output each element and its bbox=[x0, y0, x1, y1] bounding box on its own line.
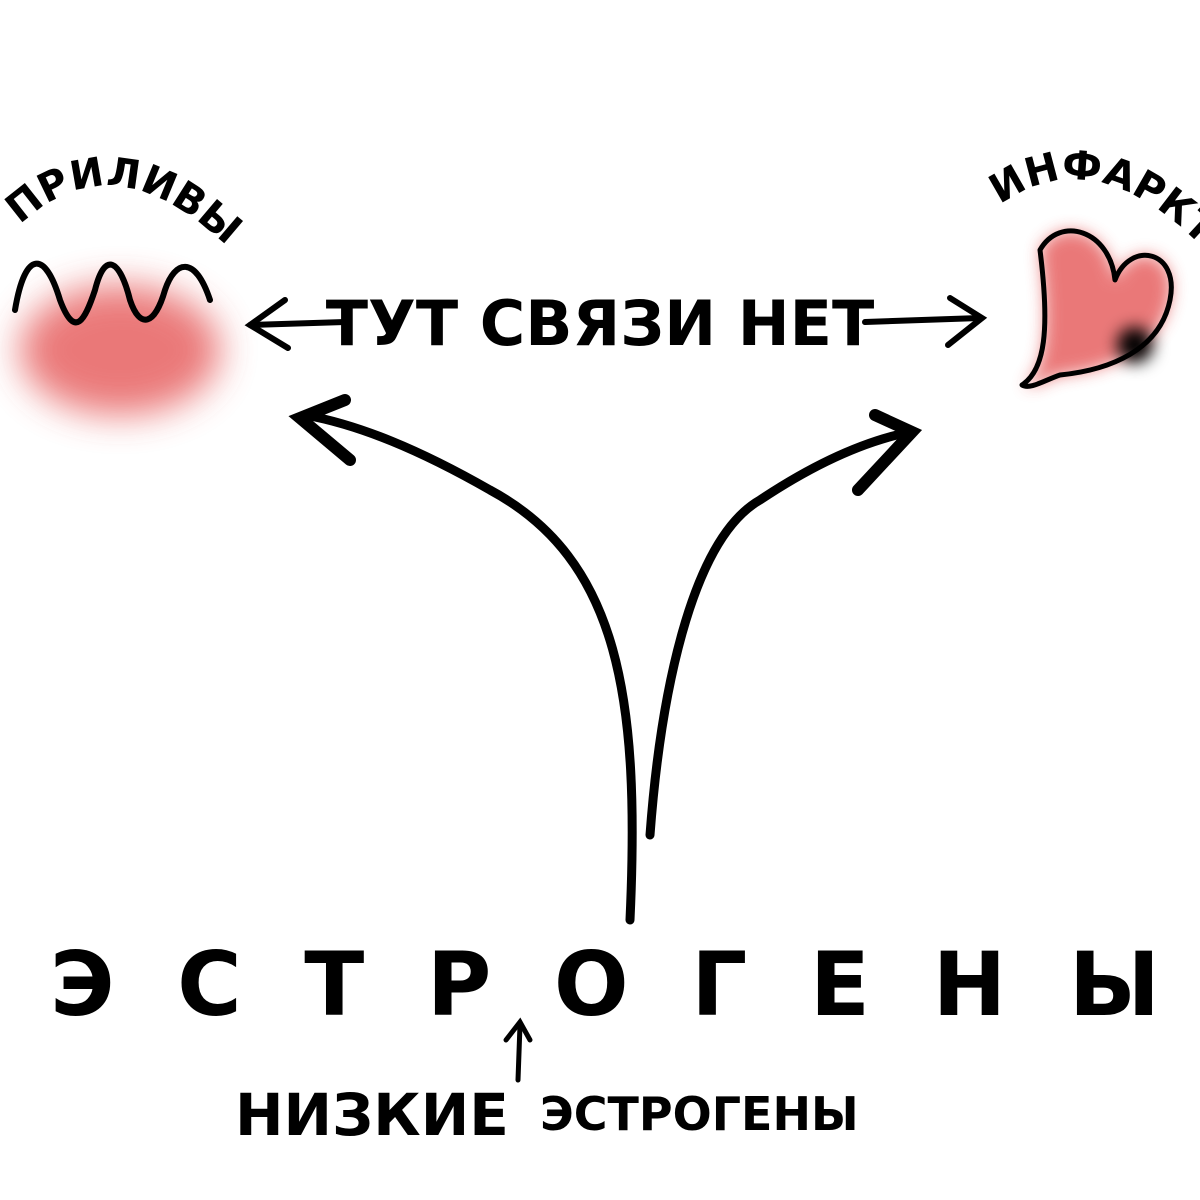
low-estrogens-label: ЭСТРОГЕНЫ bbox=[540, 1087, 859, 1141]
up-arrow-icon bbox=[503, 1017, 533, 1083]
left-arrow-icon bbox=[244, 297, 348, 351]
hot-flashes-text: ПРИЛИВЫ bbox=[0, 149, 250, 253]
right-arrow-icon bbox=[862, 295, 988, 348]
hot-flashes-label: ПРИЛИВЫ bbox=[0, 149, 250, 253]
heart-icon bbox=[1019, 228, 1174, 389]
curved-arrow-left-icon bbox=[288, 394, 637, 925]
curved-arrow-right-icon bbox=[645, 409, 923, 840]
estrogens-label: ЭСТРОГЕНЫ bbox=[50, 933, 1160, 1036]
low-label: НИЗКИЕ bbox=[235, 1081, 509, 1149]
hot-flashes-icon bbox=[12, 260, 220, 415]
no-link-label: ТУТ СВЯЗИ НЕТ bbox=[326, 287, 875, 360]
